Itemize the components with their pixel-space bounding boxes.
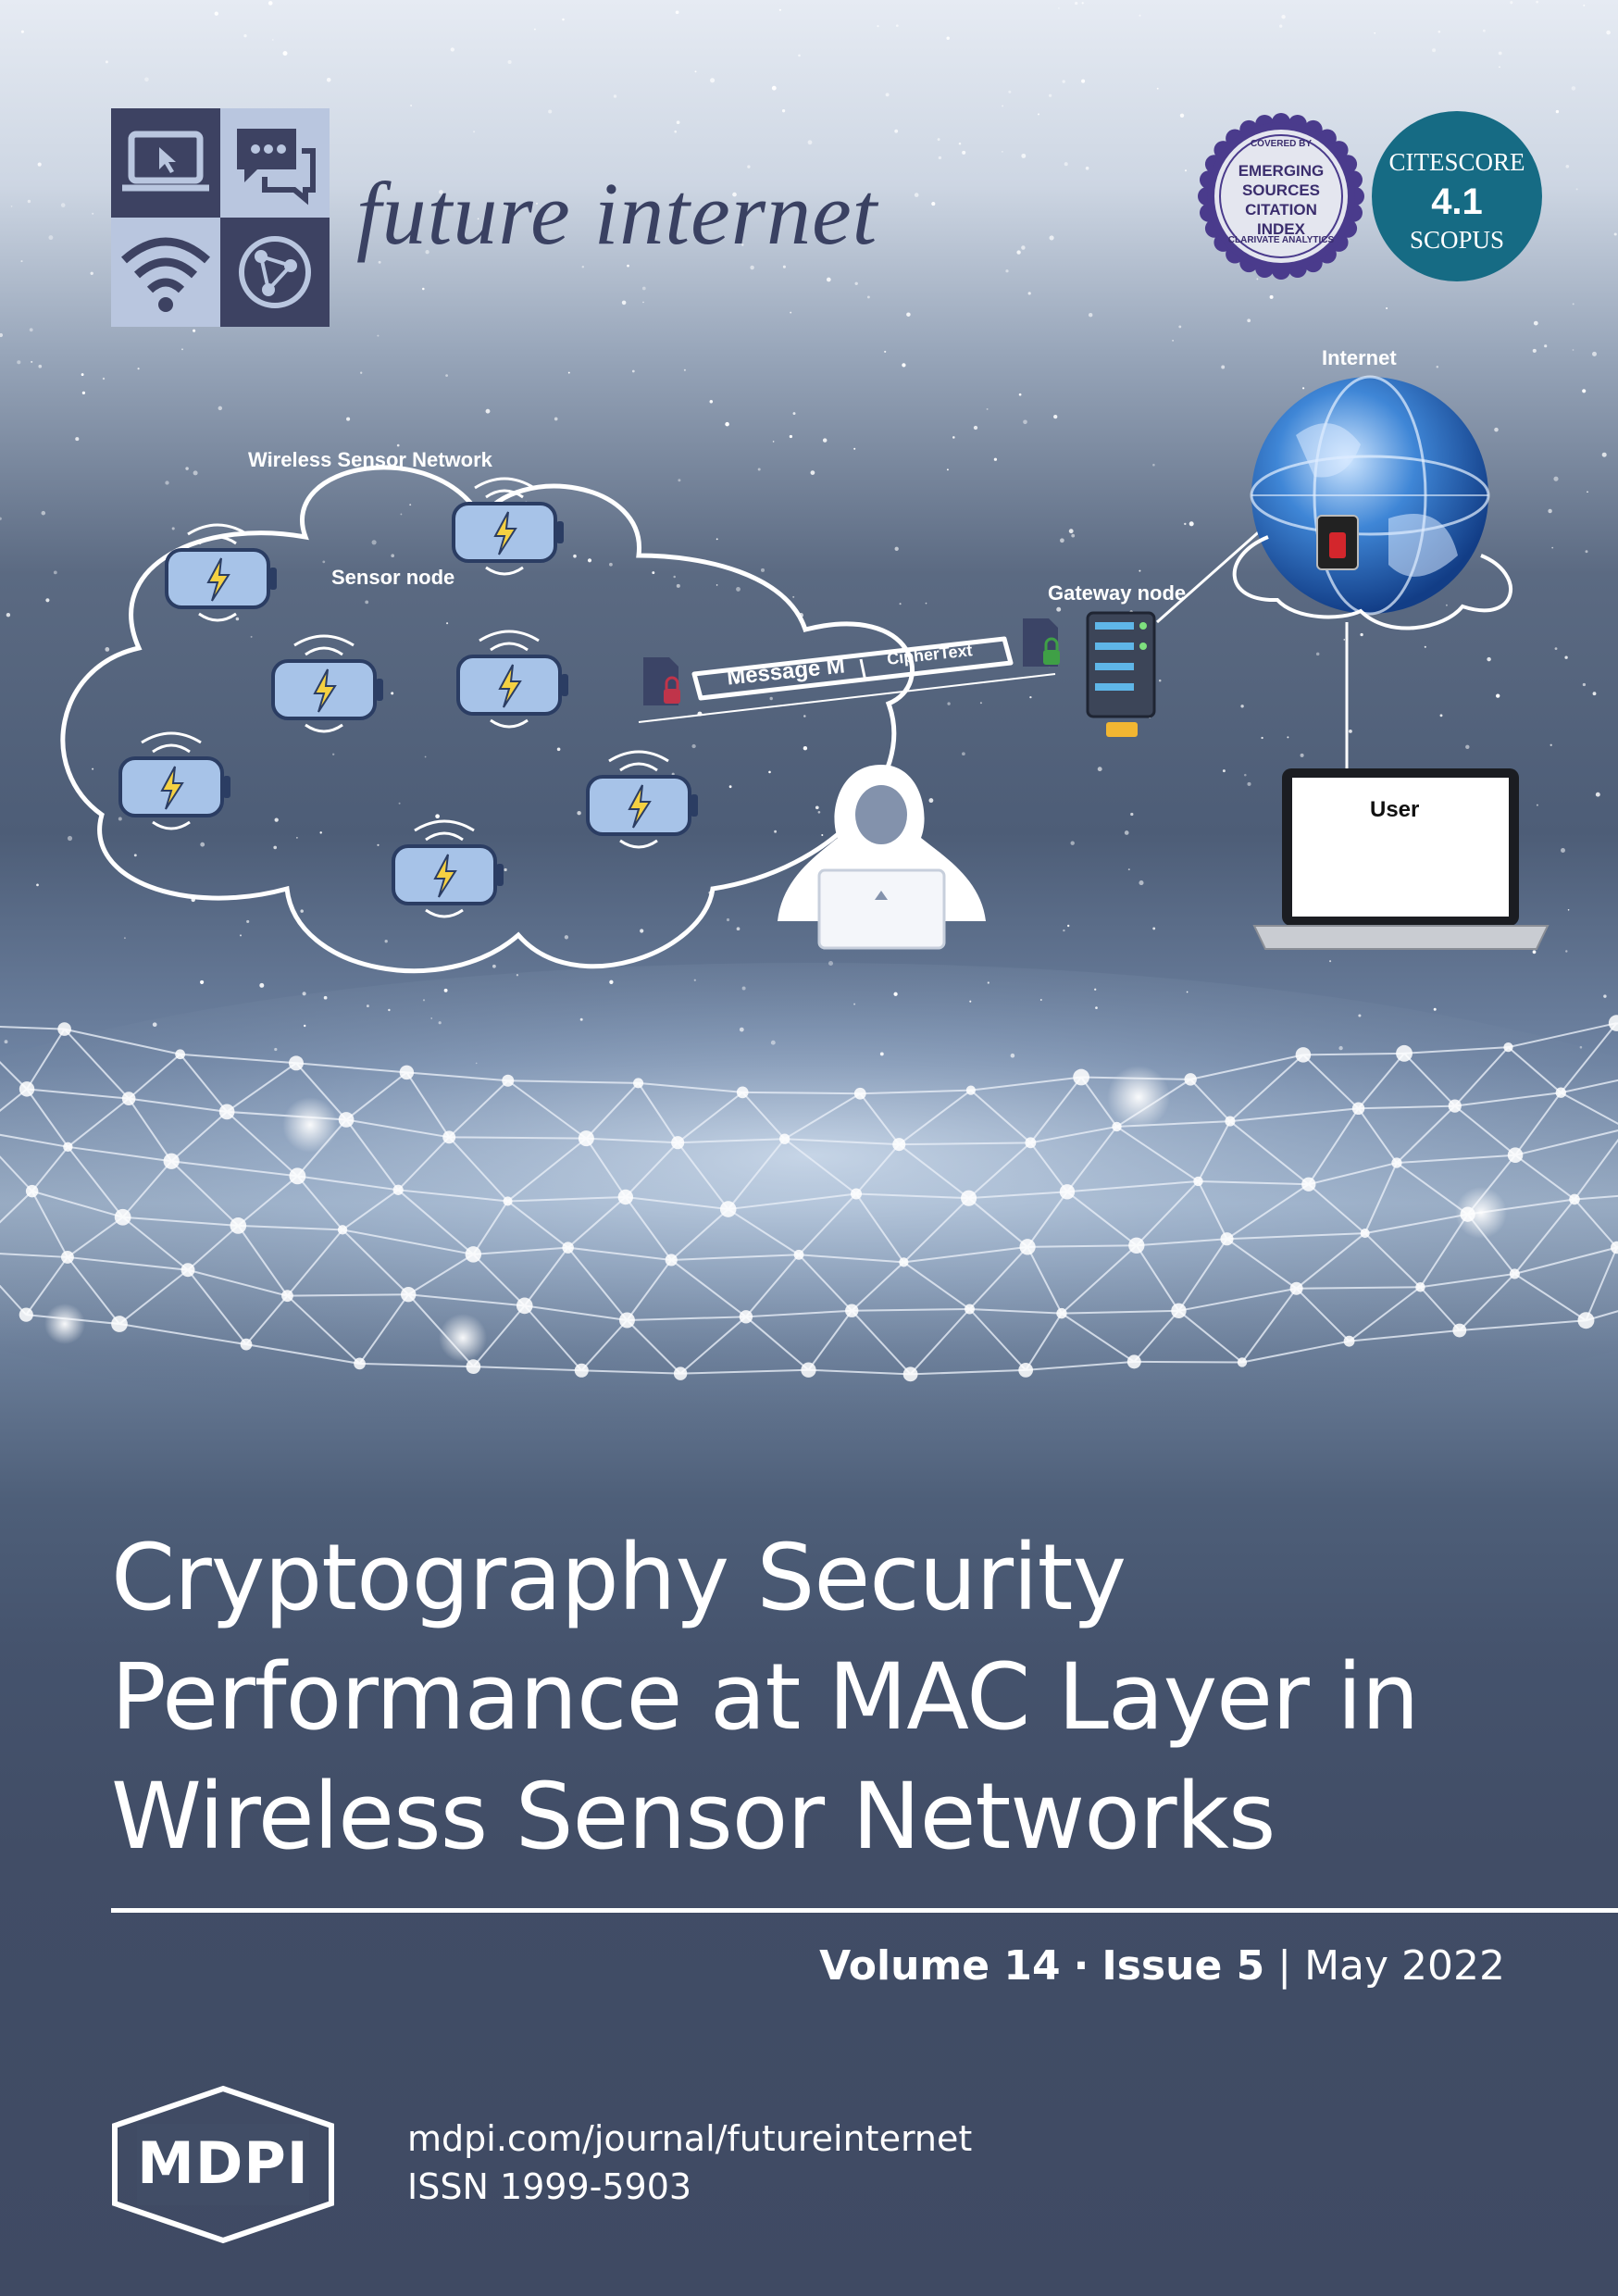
user-label: User xyxy=(1370,797,1420,822)
mdpi-hexagon-icon xyxy=(112,2085,334,2244)
network-mesh xyxy=(0,1022,1618,1376)
network-mesh-nodes xyxy=(19,1015,1618,1382)
esci-line3: CITATION INDEX xyxy=(1245,201,1317,238)
gateway-node-label: Gateway node xyxy=(1048,581,1187,605)
internet-cloud xyxy=(1232,535,1512,630)
title-divider xyxy=(111,1908,1618,1913)
background-scene xyxy=(0,375,1618,1444)
message-link-line xyxy=(638,673,1056,723)
laptop-icon xyxy=(1252,768,1550,950)
citescore-badge: CITESCORE 4.1 SCOPUS xyxy=(1372,111,1542,281)
gateway-internet-link xyxy=(1156,526,1264,624)
article-title-line: Cryptography Security xyxy=(111,1525,1126,1631)
chat-bubbles-icon xyxy=(220,108,330,218)
battery-sensor-icon xyxy=(392,819,504,918)
citescore-label: CITESCORE xyxy=(1388,148,1525,176)
volume-text: Volume 14 xyxy=(819,1942,1061,1990)
hacker-icon xyxy=(778,765,986,950)
issue-info: Volume 14 · Issue 5 | May 2022 xyxy=(819,1942,1505,1990)
date-divider: | xyxy=(1277,1942,1292,1990)
journal-logo xyxy=(111,108,330,327)
journal-title: future internet xyxy=(356,164,878,263)
esci-line1: EMERGING xyxy=(1238,162,1325,180)
esci-main-text: EMERGING SOURCES CITATION INDEX xyxy=(1226,161,1337,239)
journal-url-link[interactable]: mdpi.com/journal/futureinternet xyxy=(407,2118,973,2159)
document-lock-icon xyxy=(1023,618,1060,667)
citescore-value: 4.1 xyxy=(1431,181,1483,222)
mdpi-logo-text: MDPI xyxy=(137,2129,309,2197)
globe-icon xyxy=(1250,375,1490,616)
battery-sensor-icon xyxy=(165,523,277,622)
esci-line2: SOURCES xyxy=(1241,181,1321,199)
battery-sensor-icon xyxy=(456,630,568,729)
issue-date: May 2022 xyxy=(1304,1942,1505,1990)
battery-sensor-icon xyxy=(271,634,383,733)
esci-seal-icon xyxy=(1198,113,1364,280)
laptop-cursor-icon xyxy=(111,108,220,218)
issue-text: Issue 5 xyxy=(1101,1942,1265,1990)
battery-sensor-icon xyxy=(118,731,230,830)
mdpi-logo: MDPI xyxy=(109,2085,337,2244)
article-title-line: Wireless Sensor Networks xyxy=(111,1764,1276,1870)
message-pipe xyxy=(691,636,1014,701)
sensor-network-cloud xyxy=(60,465,915,974)
network-label: Wireless Sensor Network xyxy=(248,448,492,471)
article-title-line: Performance at MAC Layer in xyxy=(111,1644,1420,1751)
document-lock-icon xyxy=(643,657,680,705)
citescore-source: SCOPUS xyxy=(1409,226,1505,254)
esci-top-text: COVERED BY xyxy=(1250,139,1313,149)
sensor-node-label: Sensor node xyxy=(331,566,455,589)
earth-glow xyxy=(0,963,1618,1444)
issue-separator: · xyxy=(1073,1942,1089,1990)
esci-bottom-text: CLARIVATE ANALYTICS xyxy=(1227,235,1335,245)
internet-label: Internet xyxy=(1322,346,1397,369)
wifi-icon xyxy=(111,218,220,327)
article-title: Cryptography Security Performance at MAC… xyxy=(111,1518,1555,1877)
issn-text: ISSN 1999-5903 xyxy=(407,2166,692,2207)
globe-network-icon xyxy=(220,218,330,327)
light-flares xyxy=(44,1066,1507,1362)
battery-sensor-icon xyxy=(586,750,698,849)
server-icon xyxy=(1086,611,1156,737)
esci-badge: COVERED BY EMERGING SOURCES CITATION IND… xyxy=(1198,113,1364,280)
battery-sensor-icon xyxy=(452,477,564,576)
message-divider xyxy=(859,658,867,682)
